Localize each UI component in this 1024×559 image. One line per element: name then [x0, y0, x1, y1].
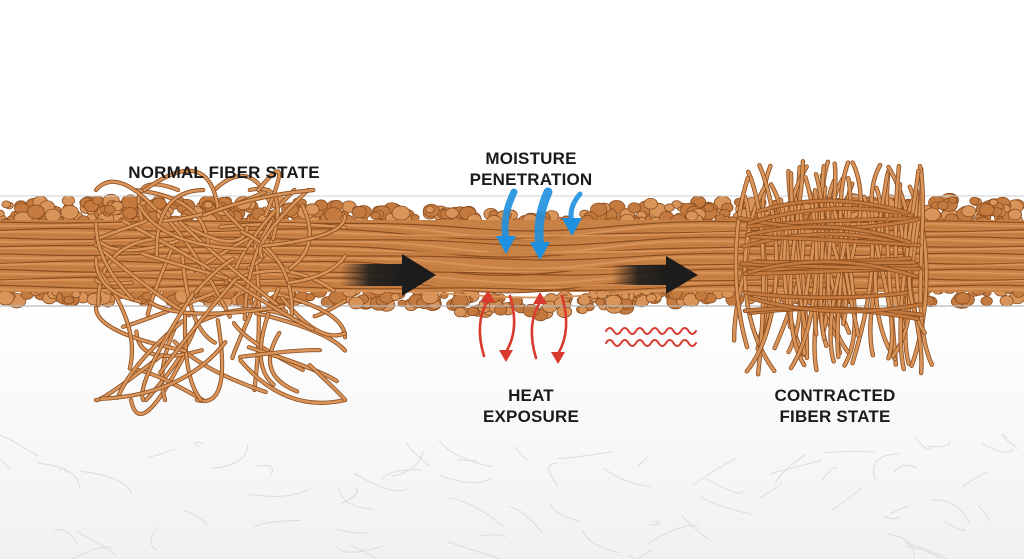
process-arrow-left	[340, 254, 436, 296]
normal-fiber-state-label: NORMAL FIBER STATE	[128, 163, 320, 182]
moisture-arrows-icon	[496, 187, 583, 260]
moisture-penetration-label: MOISTURE PENETRATION	[469, 149, 593, 189]
background-web-texture	[0, 434, 1018, 559]
heat-arrows-icon	[478, 290, 568, 364]
normal-fiber-tangle	[93, 168, 348, 417]
contracted-fiber-state-label: CONTRACTED FIBER STATE	[774, 386, 896, 426]
process-arrow-right	[612, 256, 698, 294]
contracted-fiber-knot	[731, 159, 935, 377]
heat-exposure-label: HEAT EXPOSURE	[482, 386, 580, 426]
heat-waves-icon	[605, 327, 697, 347]
